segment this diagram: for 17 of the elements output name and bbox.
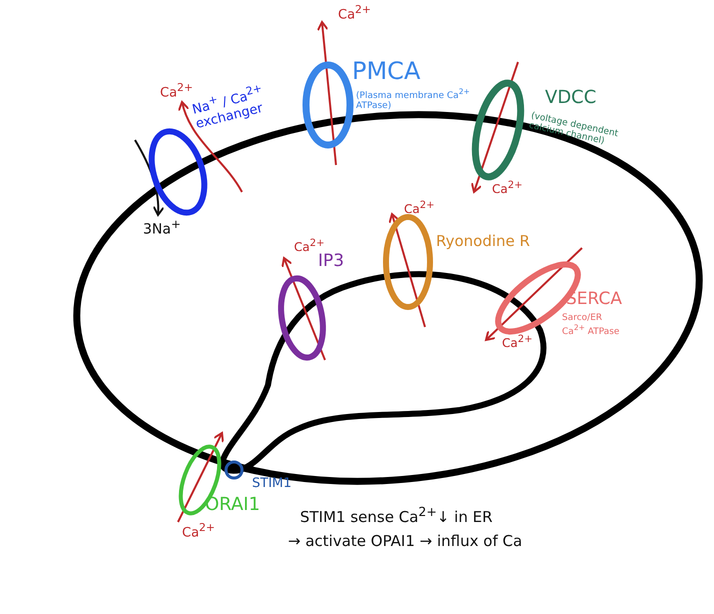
- channel-name: IP3: [318, 252, 346, 271]
- ion-label: Ca$^{2+}$: [160, 82, 194, 101]
- note-text: → activate OPAI1 → influx of Ca: [288, 533, 522, 550]
- channel-name: VDCC: [545, 88, 598, 108]
- ion-label: 3Na$^{+}$: [143, 218, 181, 238]
- ion-label: Ca$^{2+}$: [294, 238, 324, 254]
- ion-label: Ca$^{2+}$: [404, 200, 434, 216]
- note-text: STIM1 sense Ca$^{2+}$↓ in ER: [300, 505, 493, 526]
- ion-label: Ca$^{2+}$: [182, 522, 216, 541]
- channel-description: (Plasma membrane Ca$^{2+}$ ATPase): [356, 88, 471, 112]
- channel-name: PMCA: [352, 58, 422, 84]
- channel-description: Sarco/ER Ca$^{2+}$ ATPase: [562, 314, 620, 338]
- sensor-name: STIM1: [252, 477, 293, 492]
- ion-label: Ca$^{2+}$: [502, 334, 532, 350]
- ion-label: Ca$^{2+}$: [338, 4, 372, 23]
- channel-name: Ryonodine R: [436, 233, 531, 250]
- ion-label: Ca$^{2+}$: [492, 180, 522, 196]
